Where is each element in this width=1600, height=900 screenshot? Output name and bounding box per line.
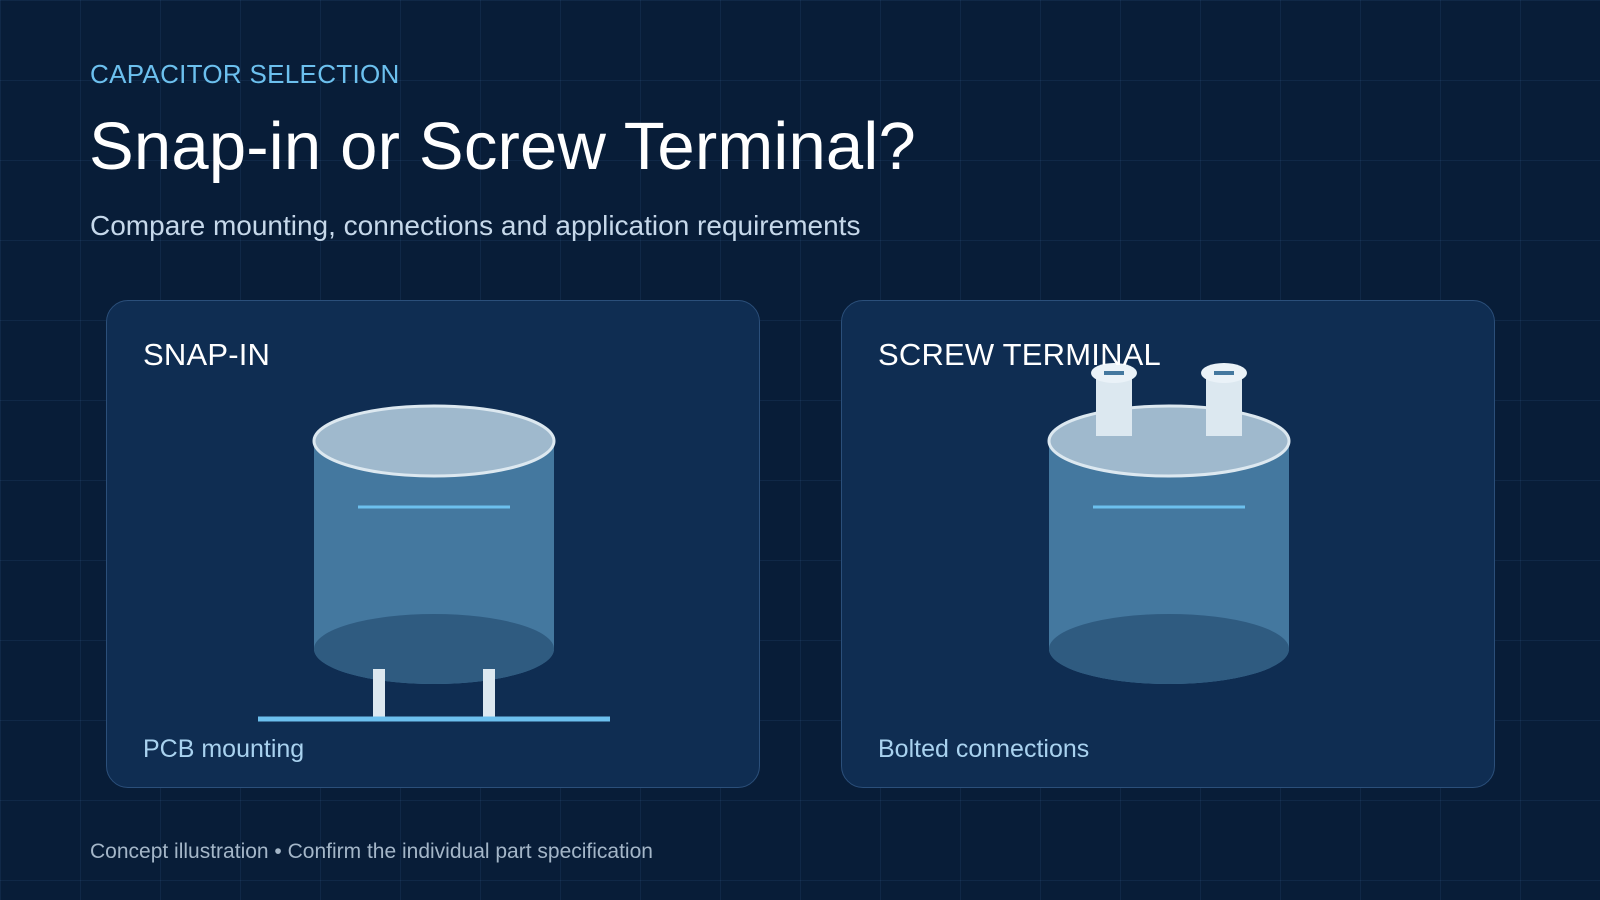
snap-in-card: SNAP-IN PCB mounting: [106, 300, 760, 788]
footnote: Concept illustration • Confirm the indiv…: [90, 840, 653, 863]
screw-terminal-card-caption: Bolted connections: [878, 735, 1090, 763]
screw-terminal-left: [1091, 363, 1137, 436]
screw-terminal-card: SCREW TERMINAL Bolted connections: [841, 300, 1495, 788]
screw-terminal-capacitor-illustration: [1047, 363, 1291, 684]
snap-in-card-title: SNAP-IN: [143, 337, 271, 372]
page-subtitle: Compare mounting, connections and applic…: [90, 210, 861, 241]
capacitor-top: [312, 404, 556, 478]
page-title: Snap-in or Screw Terminal?: [89, 109, 916, 184]
capacitor-top: [1047, 404, 1291, 478]
snap-in-card-caption: PCB mounting: [143, 735, 305, 763]
screw-terminal-right: [1201, 363, 1247, 436]
snap-in-capacitor-illustration: [258, 404, 610, 722]
eyebrow-label: CAPACITOR SELECTION: [90, 59, 400, 89]
capacitor-bottom-shade: [314, 614, 554, 684]
capacitor-bottom-shade: [1049, 614, 1289, 684]
screw-terminal-card-title: SCREW TERMINAL: [878, 337, 1161, 372]
